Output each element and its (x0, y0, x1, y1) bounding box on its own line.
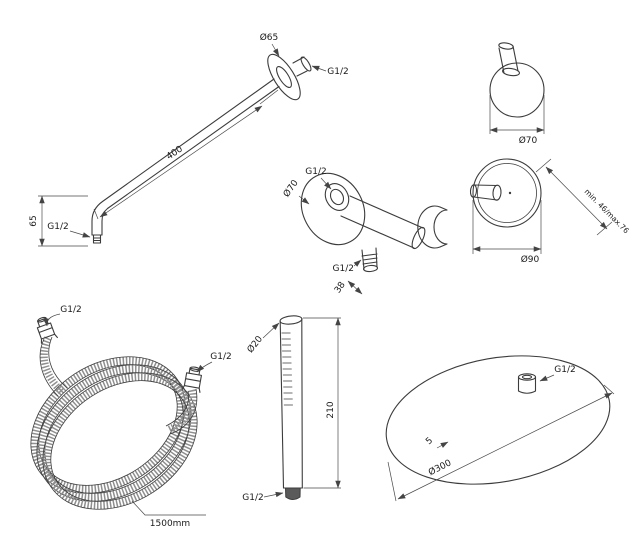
head-thread-label: G1/2 (554, 365, 575, 375)
hose-length-label: 1500mm (150, 519, 190, 529)
shower-head-drawing: G1/2 5 Ø300 (385, 355, 615, 502)
handshower-length-label: 210 (326, 401, 336, 418)
hand-shower-drawing: 210 Ø20 G1/2 (242, 315, 341, 503)
head-thickness-label: 5 (424, 436, 435, 447)
hose-drawing: G1/2 G1/2 1500mm (30, 305, 232, 529)
outlet-depth-label: 38 (333, 280, 348, 295)
head-diameter-label: Ø300 (427, 457, 454, 478)
arm-outlet-thread-label: G1/2 (47, 222, 68, 232)
outlet-top-thread-label: G1/2 (305, 167, 326, 177)
arm-drop-height-label: 65 (29, 215, 39, 226)
arm-wall-thread-label: G1/2 (327, 67, 348, 77)
handshower-diameter-label: Ø20 (245, 334, 265, 356)
arm-length-label: 400 (165, 144, 185, 162)
shower-arm-drawing: 400 65 Ø65 G1/2 G1/2 (29, 32, 349, 247)
hose-fitting-right (181, 366, 202, 393)
arm-flange-diameter-label: Ø65 (260, 32, 279, 43)
mixer-large-drawing: Ø90 min. 46/max.76 (469, 158, 631, 265)
mixer-small-drawing: Ø70 (489, 42, 545, 146)
hose-thread-left-label: G1/2 (60, 305, 81, 315)
hose-coil (30, 356, 198, 510)
outlet-flange-diameter-label: Ø70 (281, 178, 301, 200)
handshower-thread-label: G1/2 (242, 493, 263, 503)
outlet-bottom-thread-label: G1/2 (333, 264, 354, 274)
mixer-large-diameter-label: Ø90 (521, 254, 540, 265)
hose-thread-right-label: G1/2 (210, 352, 231, 362)
mixer-small-diameter-label: Ø70 (519, 135, 538, 146)
wall-outlet-drawing: Ø70 G1/2 G1/2 38 (281, 167, 448, 295)
hose-fitting-left (36, 316, 58, 344)
